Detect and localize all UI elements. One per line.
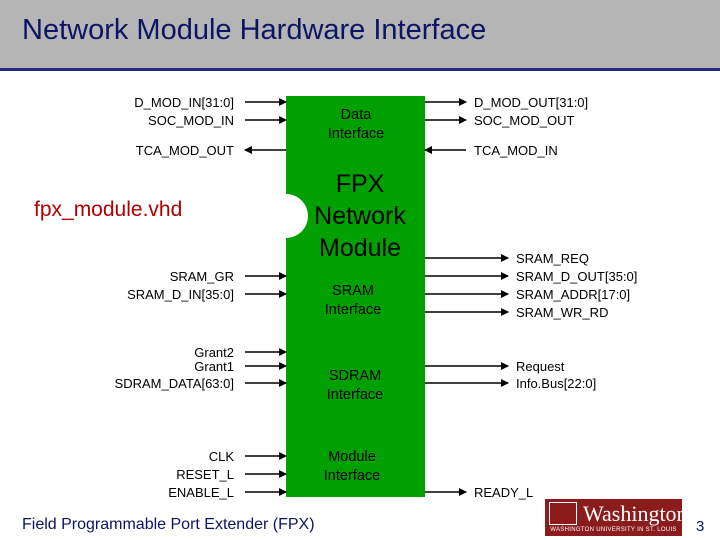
data-interface-line1: Data — [340, 107, 372, 123]
signal-tca-mod-in: TCA_MOD_IN — [474, 143, 558, 158]
signal-sram-gr: SRAM_GR — [169, 269, 234, 284]
data-interface-label: Data Interface — [300, 106, 412, 144]
signal-enable-l: ENABLE_L — [168, 485, 234, 500]
university-seal-icon — [549, 502, 577, 525]
data-interface-line2: Interface — [327, 126, 385, 142]
signal-request: Request — [516, 359, 565, 374]
signal-sram-addr: SRAM_ADDR[17:0] — [516, 287, 631, 302]
signal-grant2: Grant2 — [194, 345, 234, 360]
signal-info-bus: Info.Bus[22:0] — [516, 376, 597, 391]
sdram-interface-line1: SDRAM — [328, 368, 382, 384]
washington-logo: Washington WASHINGTON UNIVERSITY IN ST. … — [545, 499, 688, 536]
sram-interface-line2: Interface — [324, 302, 382, 318]
sdram-interface-line2: Interface — [326, 387, 384, 403]
signal-sram-d-in: SRAM_D_IN[35:0] — [127, 287, 234, 302]
signal-d-mod-out: D_MOD_OUT[31:0] — [474, 95, 589, 110]
signal-sram-d-out: SRAM_D_OUT[35:0] — [516, 269, 638, 284]
signal-sram-wr-rd: SRAM_WR_RD — [516, 305, 609, 320]
module-interface-line2: Interface — [323, 468, 381, 484]
module-name-line2: Network — [314, 202, 406, 230]
module-name-line3: Module — [319, 234, 401, 262]
logo-wordmark: Washington — [583, 501, 688, 526]
sram-interface-line1: SRAM — [332, 283, 374, 299]
module-interface-line1: Module — [328, 449, 376, 465]
footer-text: Field Programmable Port Extender (FPX) — [22, 516, 315, 533]
signal-sdram-data: SDRAM_DATA[63:0] — [114, 376, 234, 391]
fpx-network-module-title: FPX Network Module — [300, 168, 420, 264]
signal-clk: CLK — [208, 449, 234, 464]
logo-subtext: WASHINGTON UNIVERSITY IN ST. LOUIS — [550, 527, 677, 533]
signal-grant1: Grant1 — [194, 359, 234, 374]
fpx-module-vhd-label: fpx_module.vhd — [34, 198, 183, 221]
page-number: 3 — [696, 518, 705, 535]
signal-soc-mod-in: SOC_MOD_IN — [148, 113, 234, 128]
signal-ready-l: READY_L — [474, 485, 534, 500]
module-name-line1: FPX — [335, 170, 385, 198]
signal-reset-l: RESET_L — [176, 467, 234, 482]
signal-d-mod-in: D_MOD_IN[31:0] — [134, 95, 234, 110]
sdram-interface-label: SDRAM Interface — [299, 367, 411, 405]
signal-soc-mod-out: SOC_MOD_OUT — [474, 113, 575, 128]
signal-tca-mod-out: TCA_MOD_OUT — [135, 143, 234, 158]
slide-title: Network Module Hardware Interface — [22, 14, 487, 46]
module-block — [286, 96, 425, 497]
signal-sram-req: SRAM_REQ — [516, 251, 589, 266]
module-interface-label: Module Interface — [296, 448, 408, 486]
title-bar: Network Module Hardware Interface — [0, 0, 720, 71]
sram-interface-label: SRAM Interface — [297, 282, 409, 320]
